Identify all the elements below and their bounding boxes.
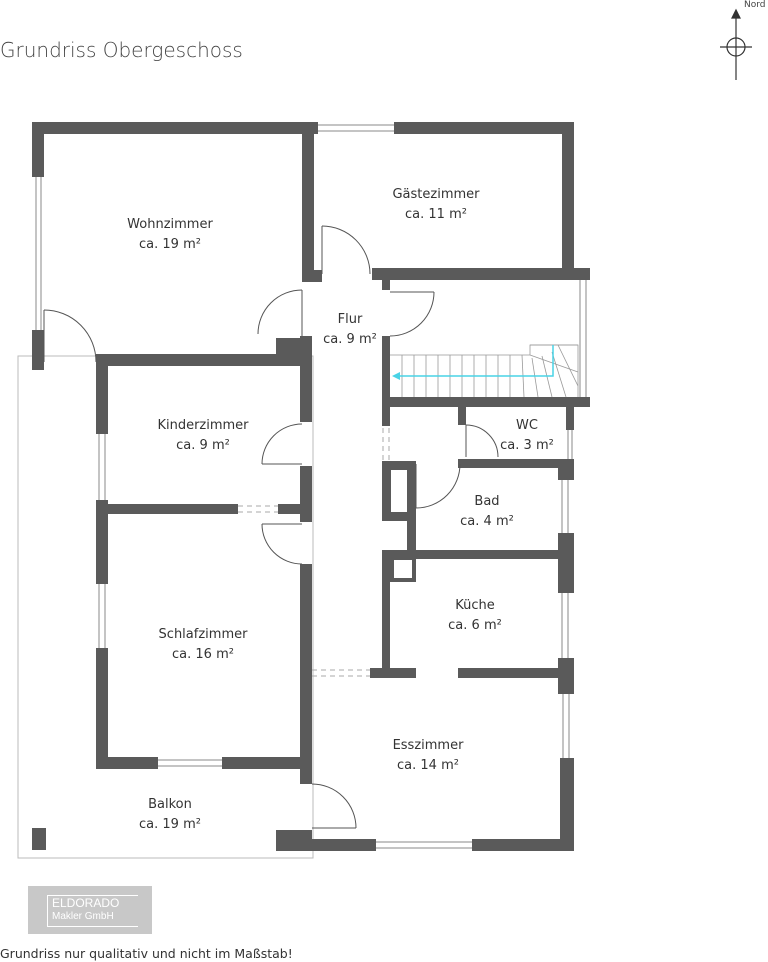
room-area: ca. 14 m² — [397, 758, 459, 773]
room-area: ca. 6 m² — [448, 618, 502, 633]
disclaimer: Grundriss nur qualitativ und nicht im Ma… — [0, 946, 293, 961]
room-bad: Bad ca. 4 m² — [460, 494, 514, 529]
room-name: Esszimmer — [393, 738, 465, 753]
room-area: ca. 9 m² — [176, 438, 230, 453]
compass-icon — [720, 8, 752, 80]
company-logo: ELDORADO Makler GmbH — [28, 886, 152, 934]
door-swings — [43, 225, 499, 829]
room-area: ca. 11 m² — [405, 207, 467, 222]
room-name: WC — [516, 418, 538, 433]
room-name: Schlafzimmer — [159, 627, 249, 642]
room-kinderzimmer: Kinderzimmer ca. 9 m² — [157, 418, 249, 453]
page-title: Grundriss Obergeschoss — [0, 38, 243, 62]
stair-arrow-icon — [392, 345, 554, 380]
compass-label: Nord — [744, 0, 766, 10]
room-balkon: Balkon ca. 19 m² — [139, 797, 201, 832]
logo-line1: ELDORADO — [52, 896, 120, 910]
room-name: Balkon — [148, 797, 192, 812]
room-kueche: Küche ca. 6 m² — [448, 598, 502, 633]
balkon-post — [32, 828, 46, 850]
room-name: Bad — [474, 494, 499, 509]
room-area: ca. 4 m² — [460, 514, 514, 529]
room-name: Gästezimmer — [392, 187, 480, 202]
room-area: ca. 16 m² — [172, 647, 234, 662]
room-gaestezimmer: Gästezimmer ca. 11 m² — [392, 187, 480, 222]
room-flur: Flur ca. 9 m² — [323, 312, 377, 347]
room-area: ca. 19 m² — [139, 817, 201, 832]
windows — [35, 124, 587, 849]
room-esszimmer: Esszimmer ca. 14 m² — [393, 738, 465, 773]
room-name: Kinderzimmer — [157, 418, 249, 433]
room-area: ca. 3 m² — [500, 438, 554, 453]
logo-line2: Makler GmbH — [52, 911, 114, 922]
room-name: Küche — [455, 598, 495, 613]
room-wc: WC ca. 3 m² — [500, 418, 554, 453]
room-schlafzimmer: Schlafzimmer ca. 16 m² — [159, 627, 249, 662]
stairs — [390, 344, 579, 398]
room-name: Flur — [338, 312, 363, 327]
room-area: ca. 19 m² — [139, 237, 201, 252]
room-wohnzimmer: Wohnzimmer ca. 19 m² — [127, 217, 213, 252]
walls — [32, 122, 590, 851]
room-name: Wohnzimmer — [127, 217, 213, 232]
room-area: ca. 9 m² — [323, 332, 377, 347]
thresholds — [238, 428, 390, 677]
